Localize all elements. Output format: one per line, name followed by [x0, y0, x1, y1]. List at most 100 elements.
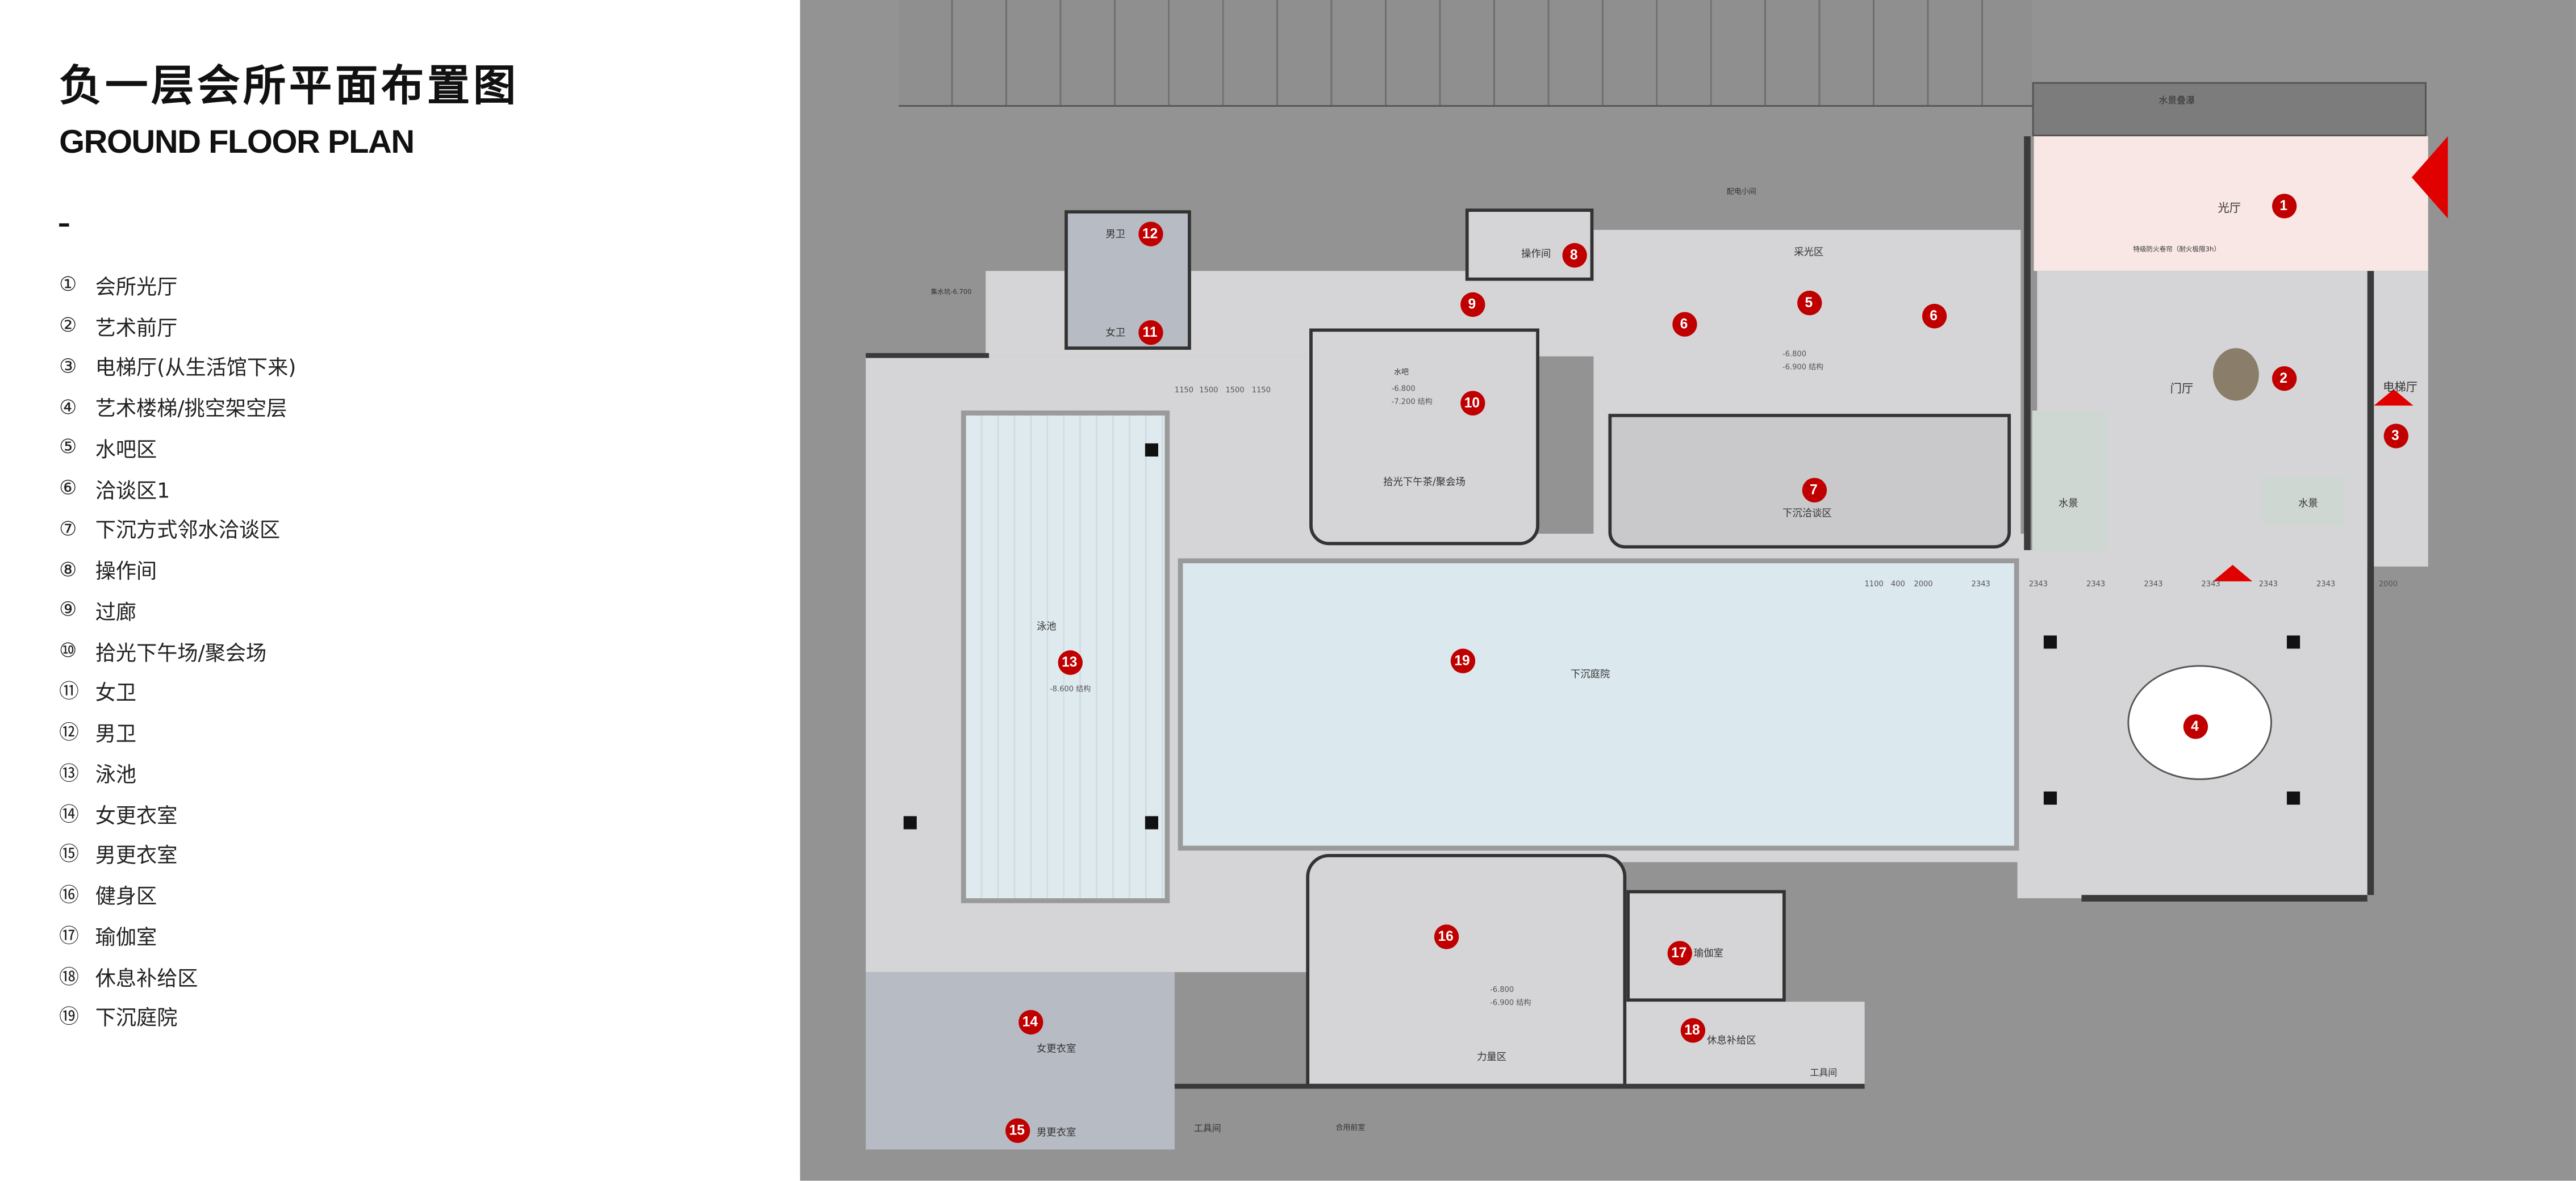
page-title: 负一层会所平面布置图 [59, 62, 519, 112]
legend-label: 拾光下午场/聚会场 [95, 639, 267, 665]
dimension-label: 2000 [1914, 581, 1933, 590]
legend-number: ⑲ [59, 1006, 79, 1029]
room-marker-5: 5 [1796, 290, 1822, 315]
legend-label: 男卫 [95, 721, 137, 746]
parking-bays [899, 0, 2032, 107]
dimension-label: 2343 [2201, 581, 2220, 590]
label-vestibule: 合用前室 [1335, 1125, 1366, 1133]
dimension-label: 1100 [1864, 581, 1884, 590]
swimming-pool [961, 411, 1170, 903]
elevation: -6.800 [1782, 351, 1807, 360]
legend-number: ⑱ [59, 965, 79, 989]
dimension-label: 2343 [2144, 581, 2163, 590]
legend-label: 洽谈区1 [95, 477, 170, 502]
room-marker-6: 6 [1671, 311, 1697, 336]
dimension-label: 1150 [1251, 387, 1271, 396]
room-marker-12: 12 [1137, 221, 1163, 246]
legend-number: ⑰ [59, 924, 79, 948]
room-marker-8: 8 [1562, 242, 1586, 267]
legend-number: ⑨ [59, 598, 77, 622]
wall [2367, 271, 2374, 895]
legend-label: 水吧区 [95, 436, 157, 462]
legend-number: ⑥ [59, 476, 77, 500]
legend-number: ① [59, 273, 77, 296]
legend-label: 会所光厅 [95, 274, 178, 299]
legend-item: ⑰ 瑜伽室 [59, 915, 296, 956]
floor-plan: 光厅 门厅 电梯厅 水景叠瀑 采光区 下沉洽谈区 水景 水景 操作间 男卫 女卫… [800, 0, 2576, 1181]
label-sunken-lounge: 下沉洽谈区 [1782, 508, 1832, 520]
wall [2081, 895, 2368, 902]
label-womens-change: 女更衣室 [1036, 1043, 1076, 1056]
room-marker-10: 10 [1459, 390, 1485, 415]
label-power-room: 配电小间 [1726, 189, 1756, 198]
yoga-room [1626, 890, 1786, 1002]
tea-room [1309, 328, 1539, 546]
label-prep-room: 操作间 [1521, 249, 1551, 261]
entrance-arrow-elevator [2374, 389, 2414, 406]
label-pool: 泳池 [1036, 621, 1057, 633]
room-marker-13: 13 [1057, 649, 1082, 675]
legend-label: 男更衣室 [95, 843, 178, 868]
wall [1174, 1083, 1865, 1089]
label-tool-room: 工具间 [1193, 1125, 1221, 1135]
rest-area [1626, 1002, 1865, 1087]
legend-label: 休息补给区 [95, 965, 198, 990]
dimension-label: 1500 [1199, 387, 1218, 396]
room-marker-15: 15 [1004, 1117, 1029, 1142]
gym [1306, 853, 1627, 1087]
room-marker-9: 9 [1459, 291, 1485, 316]
legend-number: ⑪ [59, 680, 79, 703]
legend-number: ② [59, 313, 77, 337]
label-water-bar: 水吧 [1394, 369, 1409, 378]
legend-item: ⑥ 洽谈区1 [59, 468, 296, 509]
water-feature-east [2262, 476, 2345, 526]
dimension-label: 1150 [1174, 387, 1194, 396]
label-water-w: 水景 [2058, 498, 2078, 510]
label-womens-wc: 女卫 [1105, 327, 1126, 340]
legend-number: ⑭ [59, 802, 79, 826]
room-marker-14: 14 [1017, 1009, 1043, 1034]
label-strength: 力量区 [1477, 1052, 1507, 1063]
room-marker-11: 11 [1137, 319, 1163, 344]
legend-label: 下沉方式邻水洽谈区 [95, 518, 281, 543]
water-feature-west [2032, 411, 2108, 550]
entrance-arrow-south [2212, 564, 2253, 581]
dimension-label: 2343 [2258, 581, 2278, 590]
legend-label: 操作间 [95, 558, 157, 584]
wall [2024, 136, 2031, 550]
legend-label: 电梯厅(从生活馆下来) [95, 355, 297, 380]
column [2043, 791, 2057, 805]
legend-label: 过廊 [95, 599, 137, 624]
room-marker-1: 1 [2271, 192, 2296, 218]
legend-label: 瑜伽室 [95, 924, 157, 949]
elevation: -7.200 结构 [1391, 399, 1433, 408]
legend-number: ⑯ [59, 883, 79, 907]
label-courtyard: 下沉庭院 [1570, 669, 1610, 681]
wall [866, 353, 990, 358]
label-daylight: 采光区 [1794, 247, 1824, 259]
elevation: -8.600 结构 [1050, 686, 1091, 695]
art-staircase [2127, 665, 2272, 780]
feature-sculpture [2212, 348, 2259, 401]
room-marker-7: 7 [1801, 477, 1826, 502]
legend-number: ⑫ [59, 721, 79, 744]
column [1145, 816, 1159, 830]
dimension-label: 2343 [2316, 581, 2336, 590]
light-hall [2034, 136, 2428, 271]
sunken-courtyard [1178, 558, 2019, 851]
room-marker-3: 3 [2383, 422, 2408, 448]
label-light-hall: 光厅 [2218, 202, 2241, 215]
label-yoga: 瑜伽室 [1693, 948, 1723, 960]
legend-label: 泳池 [95, 761, 137, 787]
elevation: -6.900 结构 [1782, 365, 1824, 373]
separator [59, 223, 69, 227]
